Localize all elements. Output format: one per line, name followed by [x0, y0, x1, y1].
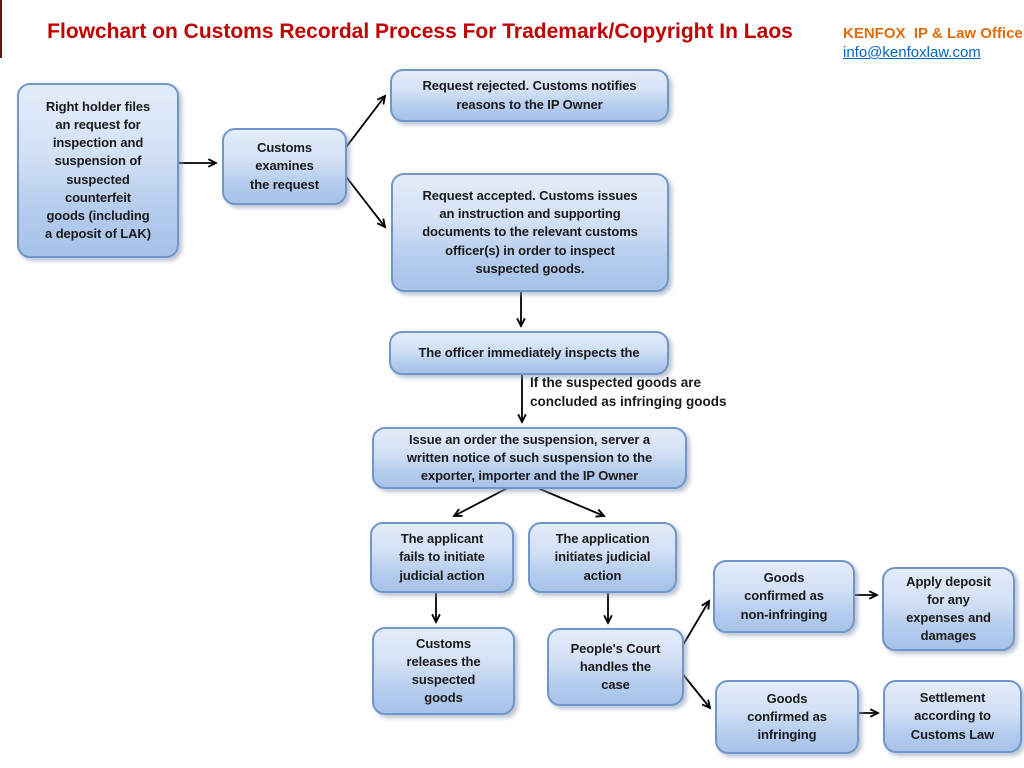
flow-node-label: Customs releases the suspected goods [406, 635, 481, 706]
condition-annotation: If the suspected goods are concluded as … [530, 375, 727, 409]
flow-node-goods-infringing: Goods confirmed as infringing [715, 680, 859, 754]
flow-node-label: The application initiates judicial actio… [554, 531, 651, 583]
flow-node-label: Customs examines the request [250, 140, 319, 192]
flow-node-request-accepted: Request accepted. Customs issues an inst… [391, 173, 669, 292]
flow-node-label: The applicant fails to initiate judicial… [399, 531, 485, 583]
flow-node-apply-deposit: Apply deposit for any expenses and damag… [882, 567, 1015, 651]
flow-node-right-holder-files: Right holder files an request for inspec… [17, 83, 179, 258]
flow-node-customs-releases: Customs releases the suspected goods [372, 627, 515, 715]
flow-node-application-initiates: The application initiates judicial actio… [528, 522, 677, 593]
flow-node-peoples-court: People's Court handles the case [547, 628, 684, 706]
flow-node-label: Apply deposit for any expenses and damag… [906, 573, 991, 644]
flow-node-settlement: Settlement according to Customs Law [883, 680, 1022, 753]
flow-node-label: The officer immediately inspects the [418, 344, 640, 360]
flow-node-goods-non-infringing: Goods confirmed as non-infringing [713, 560, 855, 633]
flow-node-label: Goods confirmed as infringing [747, 690, 827, 743]
flow-node-customs-examines: Customs examines the request [222, 128, 347, 205]
flow-node-label: Request accepted. Customs issues an inst… [422, 188, 638, 276]
flow-node-issue-order: Issue an order the suspension, server a … [372, 427, 687, 489]
flow-node-label: Request rejected. Customs notifies reaso… [422, 78, 637, 112]
flow-node-label: Issue an order the suspension, server a … [406, 431, 653, 484]
flow-node-label: Goods confirmed as non-infringing [740, 570, 828, 622]
flow-node-officer-inspects: The officer immediately inspects the [389, 331, 669, 375]
flow-node-applicant-fails: The applicant fails to initiate judicial… [370, 522, 514, 593]
org-name: KENFOX IP & Law Office [843, 25, 1023, 42]
screen-edge-artifact [0, 0, 2, 58]
flow-node-label: Settlement according to Customs Law [910, 690, 995, 742]
page-title: Flowchart on Customs Recordal Process Fo… [47, 20, 793, 43]
email-link[interactable]: info@kenfoxlaw.com [843, 44, 981, 61]
flow-node-request-rejected: Request rejected. Customs notifies reaso… [390, 69, 669, 122]
flow-node-label: People's Court handles the case [570, 640, 661, 693]
flow-node-label: Right holder files an request for inspec… [45, 98, 151, 242]
